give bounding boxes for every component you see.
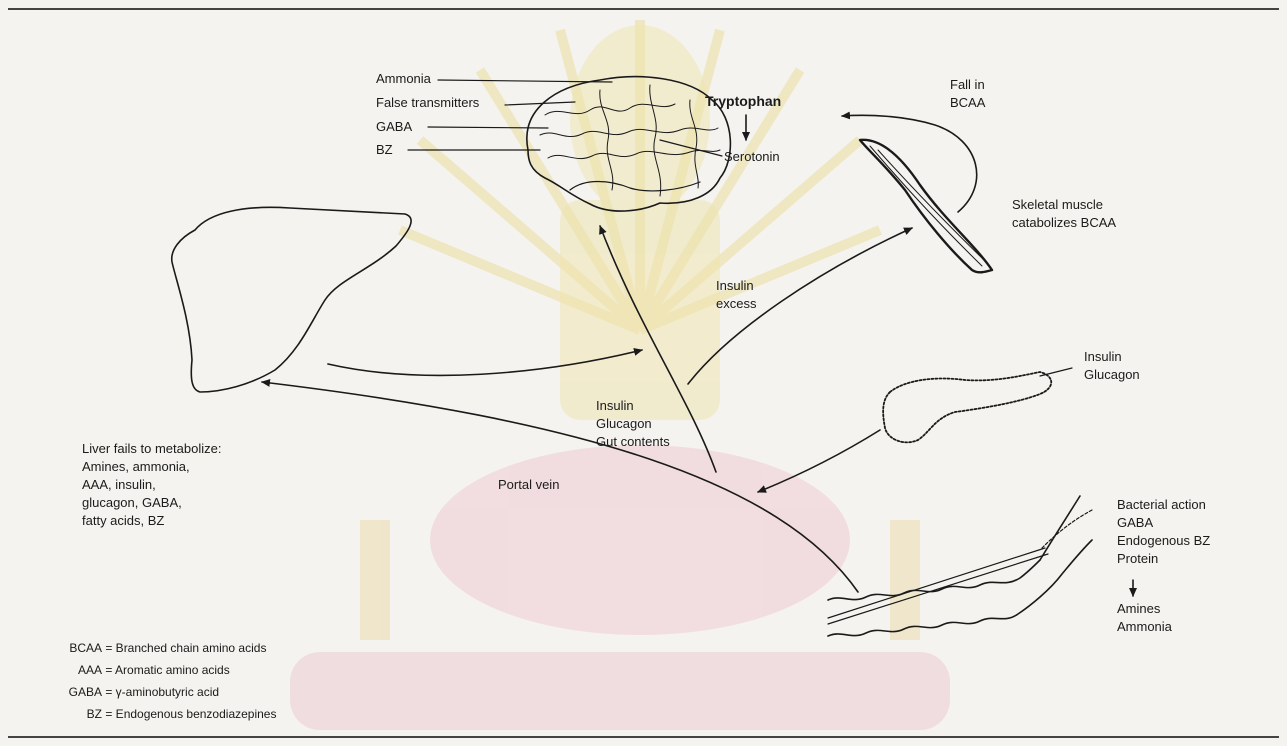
brain-label-gaba: GABA <box>376 118 412 136</box>
muscle-drawing <box>860 140 992 272</box>
brain-drawing <box>527 77 731 211</box>
brain-label-ammonia: Ammonia <box>376 70 431 88</box>
brain-label-bz: BZ <box>376 141 393 159</box>
tryptophan-label: Tryptophan <box>705 92 781 110</box>
brain-label-false-transmitters: False transmitters <box>376 94 479 112</box>
legend-row: BCAA = Branched chain amino acids <box>56 640 266 656</box>
portal-vein-label: Portal vein <box>498 476 559 494</box>
pancreas-drawing <box>883 372 1051 442</box>
pancreas-pointer <box>1040 368 1072 376</box>
intestine-drawing <box>828 496 1092 636</box>
pancreas-to-portal-arrow <box>758 430 880 492</box>
liver-fails-label: Liver fails to metabolize: Amines, ammon… <box>82 440 221 530</box>
liver-outflow-arrow <box>328 350 642 375</box>
gut-contents-label: Bacterial action GABA Endogenous BZ Prot… <box>1117 496 1210 568</box>
legend-row: GABA = γ-aminobutyric acid <box>56 684 219 700</box>
liver-drawing <box>172 207 411 392</box>
legend-row: AAA = Aromatic amino acids <box>56 662 230 678</box>
legend-row: BZ = Endogenous benzodiazepines <box>56 706 276 722</box>
gut-products-label: Amines Ammonia <box>1117 600 1172 636</box>
serotonin-label: Serotonin <box>724 148 780 166</box>
brain-pointer-lines <box>408 80 722 156</box>
